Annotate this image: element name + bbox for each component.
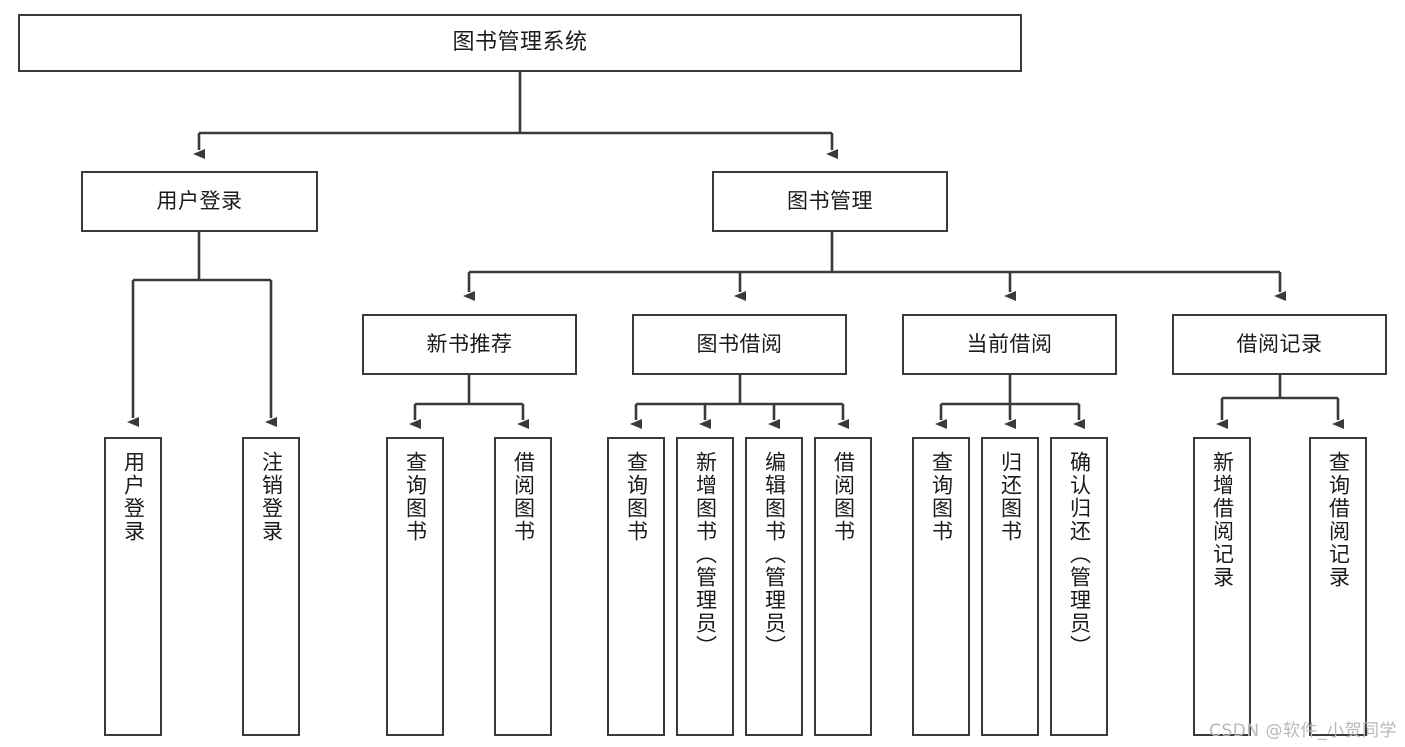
node-leaf-add-book[interactable]: 新增图书（管理员） xyxy=(676,437,734,736)
node-leaf-user-login-label: 用户登录 xyxy=(121,451,146,543)
node-leaf-add-record[interactable]: 新增借阅记录 xyxy=(1193,437,1251,736)
node-leaf-query-record-label: 查询借阅记录 xyxy=(1326,451,1351,589)
node-leaf-logout[interactable]: 注销登录 xyxy=(242,437,300,736)
node-leaf-borrow-book-a[interactable]: 借阅图书 xyxy=(494,437,552,736)
node-leaf-edit-book[interactable]: 编辑图书（管理员） xyxy=(745,437,803,736)
node-borrow-record-label: 借阅记录 xyxy=(1236,332,1323,357)
node-leaf-logout-label: 注销登录 xyxy=(259,451,284,543)
node-leaf-add-record-label: 新增借阅记录 xyxy=(1210,451,1235,589)
node-book-manage-label: 图书管理 xyxy=(787,189,873,214)
node-book-borrow[interactable]: 图书借阅 xyxy=(632,314,847,375)
node-leaf-query-book-b[interactable]: 查询图书 xyxy=(607,437,665,736)
node-leaf-edit-book-label: 编辑图书（管理员） xyxy=(762,451,787,658)
node-leaf-return-book[interactable]: 归还图书 xyxy=(981,437,1039,736)
node-book-borrow-label: 图书借阅 xyxy=(696,332,783,357)
watermark-text: CSDN @软件_小贺同学 xyxy=(1209,721,1397,741)
node-leaf-confirm-return[interactable]: 确认归还（管理员） xyxy=(1050,437,1108,736)
node-leaf-query-book-c-label: 查询图书 xyxy=(929,451,954,543)
node-leaf-query-book-a-label: 查询图书 xyxy=(403,451,428,543)
node-current-borrow[interactable]: 当前借阅 xyxy=(902,314,1117,375)
node-leaf-borrow-book-b[interactable]: 借阅图书 xyxy=(814,437,872,736)
node-root-system-label: 图书管理系统 xyxy=(452,29,588,55)
node-leaf-borrow-book-b-label: 借阅图书 xyxy=(831,451,856,543)
node-new-book-recommend[interactable]: 新书推荐 xyxy=(362,314,577,375)
node-root-system[interactable]: 图书管理系统 xyxy=(18,14,1022,72)
node-leaf-query-book-a[interactable]: 查询图书 xyxy=(386,437,444,736)
node-borrow-record[interactable]: 借阅记录 xyxy=(1172,314,1387,375)
node-leaf-user-login[interactable]: 用户登录 xyxy=(104,437,162,736)
node-leaf-query-book-b-label: 查询图书 xyxy=(624,451,649,543)
node-leaf-query-book-c[interactable]: 查询图书 xyxy=(912,437,970,736)
node-leaf-borrow-book-a-label: 借阅图书 xyxy=(511,451,536,543)
node-user-login[interactable]: 用户登录 xyxy=(81,171,318,232)
node-leaf-add-book-label: 新增图书（管理员） xyxy=(693,451,718,658)
node-user-login-label: 用户登录 xyxy=(156,189,243,214)
node-current-borrow-label: 当前借阅 xyxy=(966,332,1053,357)
node-leaf-confirm-return-label: 确认归还（管理员） xyxy=(1067,451,1092,658)
node-leaf-query-record[interactable]: 查询借阅记录 xyxy=(1309,437,1367,736)
node-book-manage[interactable]: 图书管理 xyxy=(712,171,948,232)
node-new-book-recommend-label: 新书推荐 xyxy=(426,332,513,357)
node-leaf-return-book-label: 归还图书 xyxy=(998,451,1023,543)
